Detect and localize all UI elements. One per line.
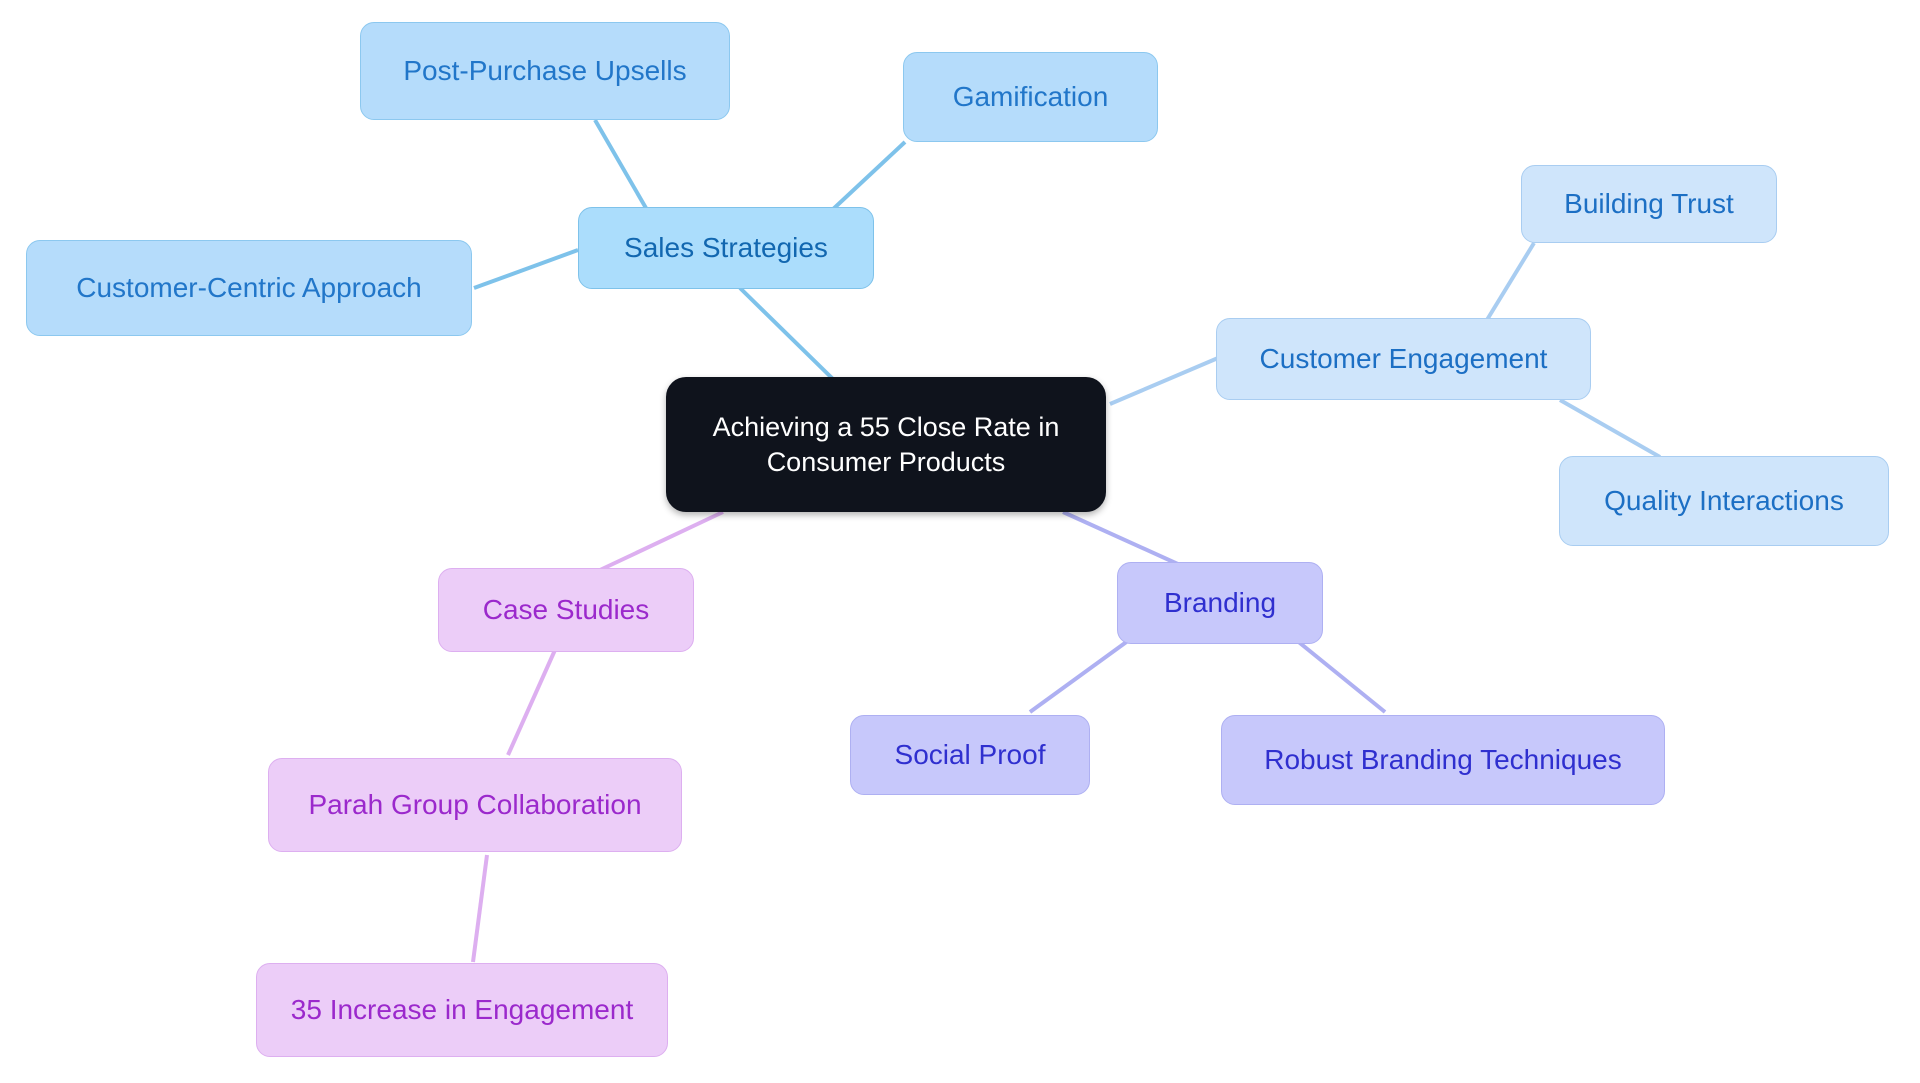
edge-root-to-customer-engagement (1109, 356, 1219, 406)
node-quality-interactions[interactable]: Quality Interactions (1559, 456, 1889, 546)
edge-parah-to-increase-in-engagement (471, 854, 489, 963)
node-parah-group-collaboration-label: Parah Group Collaboration (308, 789, 642, 821)
node-post-purchase-upsells-label: Post-Purchase Upsells (403, 55, 687, 87)
edge-case-studies-to-parah-group-collaboration (506, 649, 557, 756)
edge-sales-strategies-to-customer-centric-approach (473, 248, 579, 290)
node-case-studies-label: Case Studies (482, 594, 650, 626)
node-increase-in-engagement[interactable]: 35 Increase in Engagement (256, 963, 668, 1057)
node-quality-interactions-label: Quality Interactions (1604, 485, 1844, 517)
node-parah-group-collaboration[interactable]: Parah Group Collaboration (268, 758, 682, 852)
edge-branding-to-robust-branding-techniques (1288, 633, 1387, 714)
node-building-trust[interactable]: Building Trust (1521, 165, 1777, 243)
node-customer-engagement[interactable]: Customer Engagement (1216, 318, 1591, 400)
edge-root-to-sales-strategies (738, 286, 838, 384)
node-root-label: Achieving a 55 Close Rate in Consumer Pr… (712, 411, 1060, 477)
edge-sales-strategies-to-gamification (828, 140, 907, 214)
node-social-proof-label: Social Proof (894, 739, 1046, 771)
node-sales-strategies-label: Sales Strategies (624, 232, 828, 264)
node-customer-centric-approach-label: Customer-Centric Approach (76, 272, 422, 304)
node-branding-label: Branding (1163, 587, 1277, 619)
node-branding[interactable]: Branding (1117, 562, 1323, 644)
node-gamification-label: Gamification (952, 81, 1109, 113)
edge-customer-engagement-to-quality-interactions (1559, 398, 1661, 459)
edge-branding-to-social-proof (1028, 633, 1138, 714)
edge-sales-strategies-to-post-purchase-upsells (593, 118, 652, 217)
edge-root-to-case-studies (599, 510, 724, 572)
node-social-proof[interactable]: Social Proof (850, 715, 1090, 795)
node-customer-centric-approach[interactable]: Customer-Centric Approach (26, 240, 472, 336)
node-gamification[interactable]: Gamification (903, 52, 1158, 142)
node-building-trust-label: Building Trust (1564, 188, 1734, 220)
node-sales-strategies[interactable]: Sales Strategies (578, 207, 874, 289)
edge-customer-engagement-to-building-trust (1480, 241, 1536, 330)
node-customer-engagement-label: Customer Engagement (1259, 343, 1548, 375)
node-post-purchase-upsells[interactable]: Post-Purchase Upsells (360, 22, 730, 120)
edge-root-to-branding (1062, 510, 1181, 567)
node-root[interactable]: Achieving a 55 Close Rate in Consumer Pr… (666, 377, 1106, 512)
node-robust-branding-techniques[interactable]: Robust Branding Techniques (1221, 715, 1665, 805)
node-robust-branding-techniques-label: Robust Branding Techniques (1264, 744, 1622, 776)
node-increase-in-engagement-label: 35 Increase in Engagement (290, 994, 634, 1026)
node-case-studies[interactable]: Case Studies (438, 568, 694, 652)
